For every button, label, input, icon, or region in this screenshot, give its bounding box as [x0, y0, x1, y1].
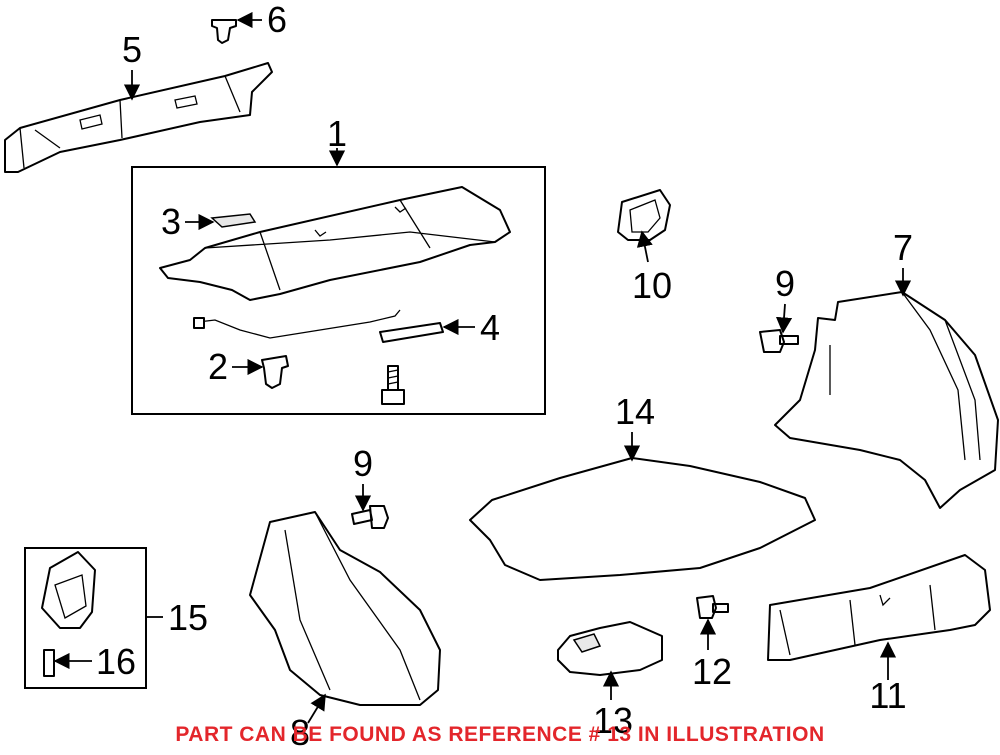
part-13-support	[557, 621, 663, 676]
callout-14: 14	[615, 391, 655, 432]
bolt	[381, 365, 405, 405]
part-11-rear-panel	[767, 554, 991, 661]
callout-8: 8	[290, 712, 310, 753]
wire-harness	[193, 309, 401, 339]
group-box-15	[24, 547, 147, 689]
callout-12: 12	[692, 651, 732, 692]
callout-4: 4	[480, 307, 500, 348]
callout-9-upper: 9	[775, 263, 795, 304]
part-9-fastener-upper	[759, 329, 799, 353]
part-5-trim-rail	[4, 62, 273, 173]
callout-3: 3	[161, 201, 181, 242]
group-box-1	[131, 166, 546, 415]
leader-8	[307, 693, 326, 724]
callout-11: 11	[869, 675, 906, 716]
part-12-screw	[696, 595, 729, 619]
callout-6: 6	[267, 0, 287, 40]
part-8-quarter-trim	[249, 511, 441, 706]
part-6-clip	[211, 19, 237, 44]
leader-lines	[53, 11, 912, 724]
leader-9-upper	[775, 303, 793, 334]
callout-13: 13	[593, 700, 633, 741]
part-16-pin	[43, 649, 55, 677]
part-3-pad	[210, 213, 257, 228]
part-7-side-trim	[774, 291, 999, 509]
callout-5: 5	[122, 29, 142, 70]
callout-15: 15	[168, 597, 208, 638]
part-1-package-tray	[159, 186, 511, 301]
callout-10: 10	[632, 265, 672, 306]
reference-note: PART CAN BE FOUND AS REFERENCE # 13 IN I…	[175, 723, 825, 746]
part-14-trunk-mat	[469, 457, 816, 581]
leader-10	[636, 230, 653, 263]
callout-9-lower: 9	[353, 443, 373, 484]
callout-7: 7	[893, 227, 913, 268]
callout-labels: 1 2 3 4 5 6 7 8 9 9 10 11 12 13 14 15 16	[96, 0, 913, 753]
part-9-fastener-lower	[351, 505, 389, 529]
part-10-bracket	[617, 189, 671, 241]
callout-2: 2	[208, 346, 228, 387]
part-15-bracket	[41, 551, 96, 629]
callout-16: 16	[96, 641, 136, 682]
part-2-push-clip	[261, 355, 289, 389]
callout-1: 1	[327, 113, 347, 154]
part-4-block	[379, 322, 444, 343]
